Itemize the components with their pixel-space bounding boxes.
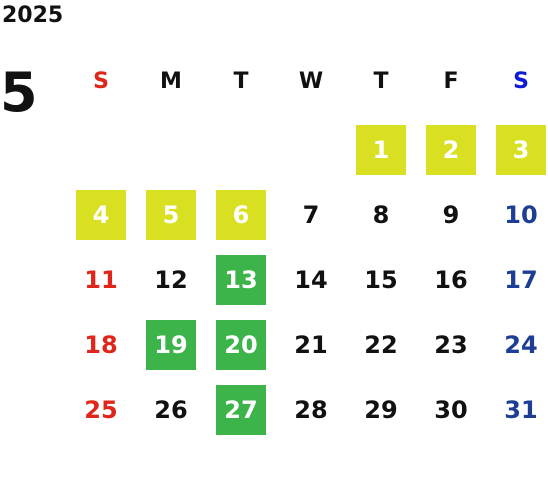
month-label: 5 [0, 61, 38, 124]
weekday-header: S [513, 68, 529, 94]
day-cell-25[interactable]: 25 [84, 396, 118, 424]
day-cell-18[interactable]: 18 [84, 331, 118, 359]
day-cell-12[interactable]: 12 [154, 266, 188, 294]
day-cell-29[interactable]: 29 [364, 396, 398, 424]
day-cell-15[interactable]: 15 [364, 266, 398, 294]
day-cell-22[interactable]: 22 [364, 331, 398, 359]
day-cell-28[interactable]: 28 [294, 396, 328, 424]
day-cell-23[interactable]: 23 [434, 331, 468, 359]
day-cell-6[interactable]: 6 [216, 190, 266, 240]
day-cell-21[interactable]: 21 [294, 331, 328, 359]
day-cell-2[interactable]: 2 [426, 125, 476, 175]
day-cell-31[interactable]: 31 [504, 396, 538, 424]
weekday-header: S [93, 68, 109, 94]
weekday-header: T [233, 68, 249, 94]
day-cell-30[interactable]: 30 [434, 396, 468, 424]
day-cell-27[interactable]: 27 [216, 385, 266, 435]
day-cell-19[interactable]: 19 [146, 320, 196, 370]
day-cell-11[interactable]: 11 [84, 266, 118, 294]
weekday-header: M [160, 68, 182, 94]
day-cell-10[interactable]: 10 [504, 201, 538, 229]
day-cell-5[interactable]: 5 [146, 190, 196, 240]
day-cell-7[interactable]: 7 [302, 201, 320, 229]
day-cell-17[interactable]: 17 [504, 266, 538, 294]
day-cell-26[interactable]: 26 [154, 396, 188, 424]
day-cell-24[interactable]: 24 [504, 331, 538, 359]
day-cell-16[interactable]: 16 [434, 266, 468, 294]
weekday-header: T [373, 68, 389, 94]
year-label: 2025 [2, 3, 64, 28]
weekday-header: W [298, 68, 324, 94]
weekday-header: F [443, 68, 459, 94]
day-cell-8[interactable]: 8 [372, 201, 390, 229]
day-cell-14[interactable]: 14 [294, 266, 328, 294]
day-cell-20[interactable]: 20 [216, 320, 266, 370]
day-cell-1[interactable]: 1 [356, 125, 406, 175]
day-cell-13[interactable]: 13 [216, 255, 266, 305]
day-cell-3[interactable]: 3 [496, 125, 546, 175]
day-cell-9[interactable]: 9 [442, 201, 460, 229]
day-cell-4[interactable]: 4 [76, 190, 126, 240]
